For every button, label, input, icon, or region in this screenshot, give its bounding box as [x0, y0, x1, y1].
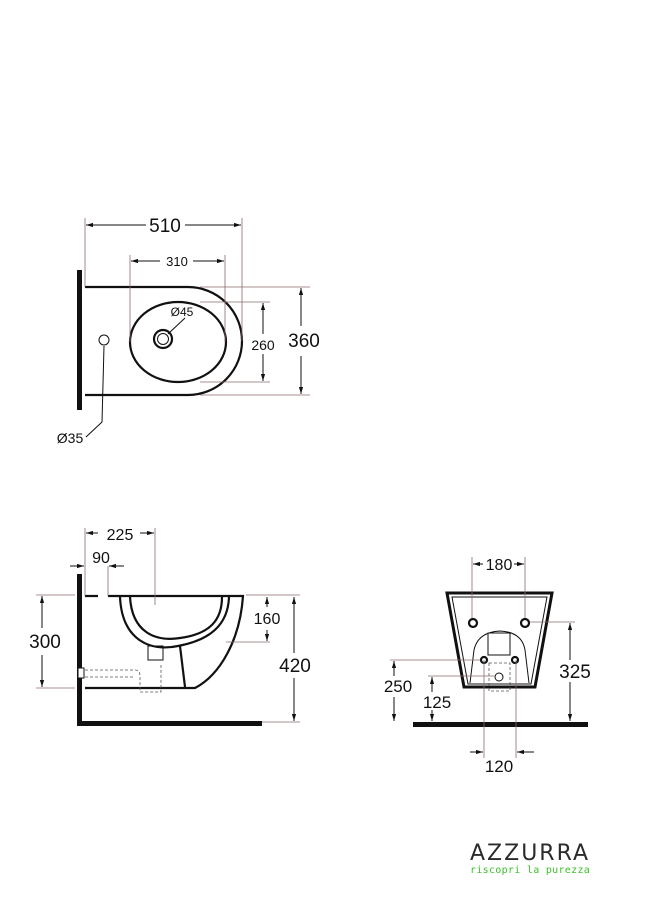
dim-fixing-height: 300	[29, 632, 61, 653]
top-view: 510 310 260 360 Ø45 Ø35	[57, 216, 320, 446]
brand-logo: AZZURRA riscopri la purezza	[470, 841, 591, 877]
front-view: 180 325 250 125 120	[384, 557, 591, 776]
side-view: 225 90 300 160 420	[29, 527, 311, 726]
dim-bowl-width: 310	[166, 254, 188, 269]
dim-tap-hole-diameter: Ø35	[57, 430, 84, 446]
dim-drain-diameter: Ø45	[171, 305, 194, 319]
dim-depth: 360	[288, 331, 320, 352]
dim-bowl-depth: 260	[251, 337, 275, 353]
wall	[77, 574, 82, 726]
drain-inner	[157, 333, 169, 345]
bidet-outline	[445, 591, 554, 689]
floor	[77, 721, 262, 726]
dim-bowl-depth: 160	[254, 611, 281, 628]
dim-waste-height: 125	[423, 693, 451, 712]
brand-tagline: riscopri la purezza	[470, 865, 591, 876]
wall	[77, 270, 82, 410]
dim-fixing-height: 325	[559, 662, 591, 683]
dim-bowl-center: 225	[107, 527, 134, 544]
tap-hole	[98, 334, 110, 346]
dim-tap-hole-offset: 90	[92, 550, 110, 567]
dim-supply-height: 250	[384, 677, 412, 696]
dim-height: 420	[279, 656, 311, 677]
drain-outer	[152, 328, 174, 350]
bidet-outline	[85, 594, 245, 690]
floor	[413, 722, 588, 727]
dim-waste-spacing: 120	[485, 757, 513, 776]
dim-fixing-spacing: 180	[486, 557, 513, 574]
dim-width: 510	[149, 216, 181, 237]
bowl-inner	[118, 596, 231, 649]
brand-name: AZZURRA	[470, 841, 591, 866]
